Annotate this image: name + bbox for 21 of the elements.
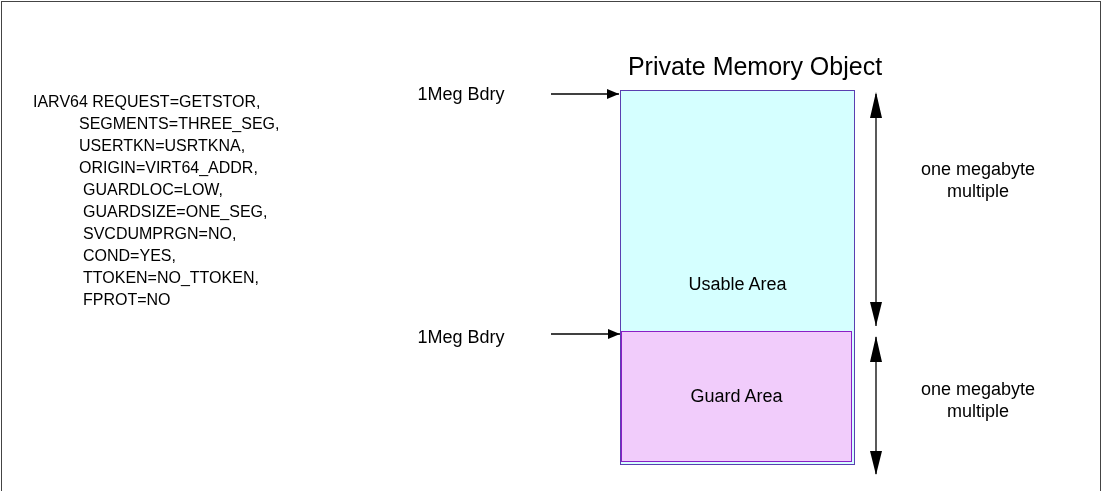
code-line: GUARDLOC=LOW, xyxy=(83,180,224,200)
dimension-label: one megabyte multiple xyxy=(919,378,1037,422)
code-line: SEGMENTS=THREE_SEG, xyxy=(79,114,280,134)
code-line: ORIGIN=VIRT64_ADDR, xyxy=(79,158,258,178)
area-label: 1Meg Bdry xyxy=(417,325,505,349)
code-line: IARV64 REQUEST=GETSTOR, xyxy=(33,92,261,112)
area-label: Guard Area xyxy=(690,385,783,408)
guard-area-box xyxy=(621,331,852,462)
code-line: TTOKEN=NO_TTOKEN, xyxy=(83,268,259,288)
code-line: COND=YES, xyxy=(83,246,176,266)
code-line: SVCDUMPRGN=NO, xyxy=(83,224,237,244)
dimension-label: one megabyte multiple xyxy=(919,158,1037,202)
memory-object-box xyxy=(620,90,855,465)
arrow xyxy=(550,89,620,99)
code-line: USERTKN=USRTKNA, xyxy=(79,136,246,156)
arrow xyxy=(550,329,621,339)
code-line: GUARDSIZE=ONE_SEG, xyxy=(83,202,268,222)
area-label: Usable Area xyxy=(688,273,787,296)
title: Private Memory Object xyxy=(626,51,884,82)
area-label: 1Meg Bdry xyxy=(417,82,505,106)
code-line: FPROT=NO xyxy=(83,290,171,310)
